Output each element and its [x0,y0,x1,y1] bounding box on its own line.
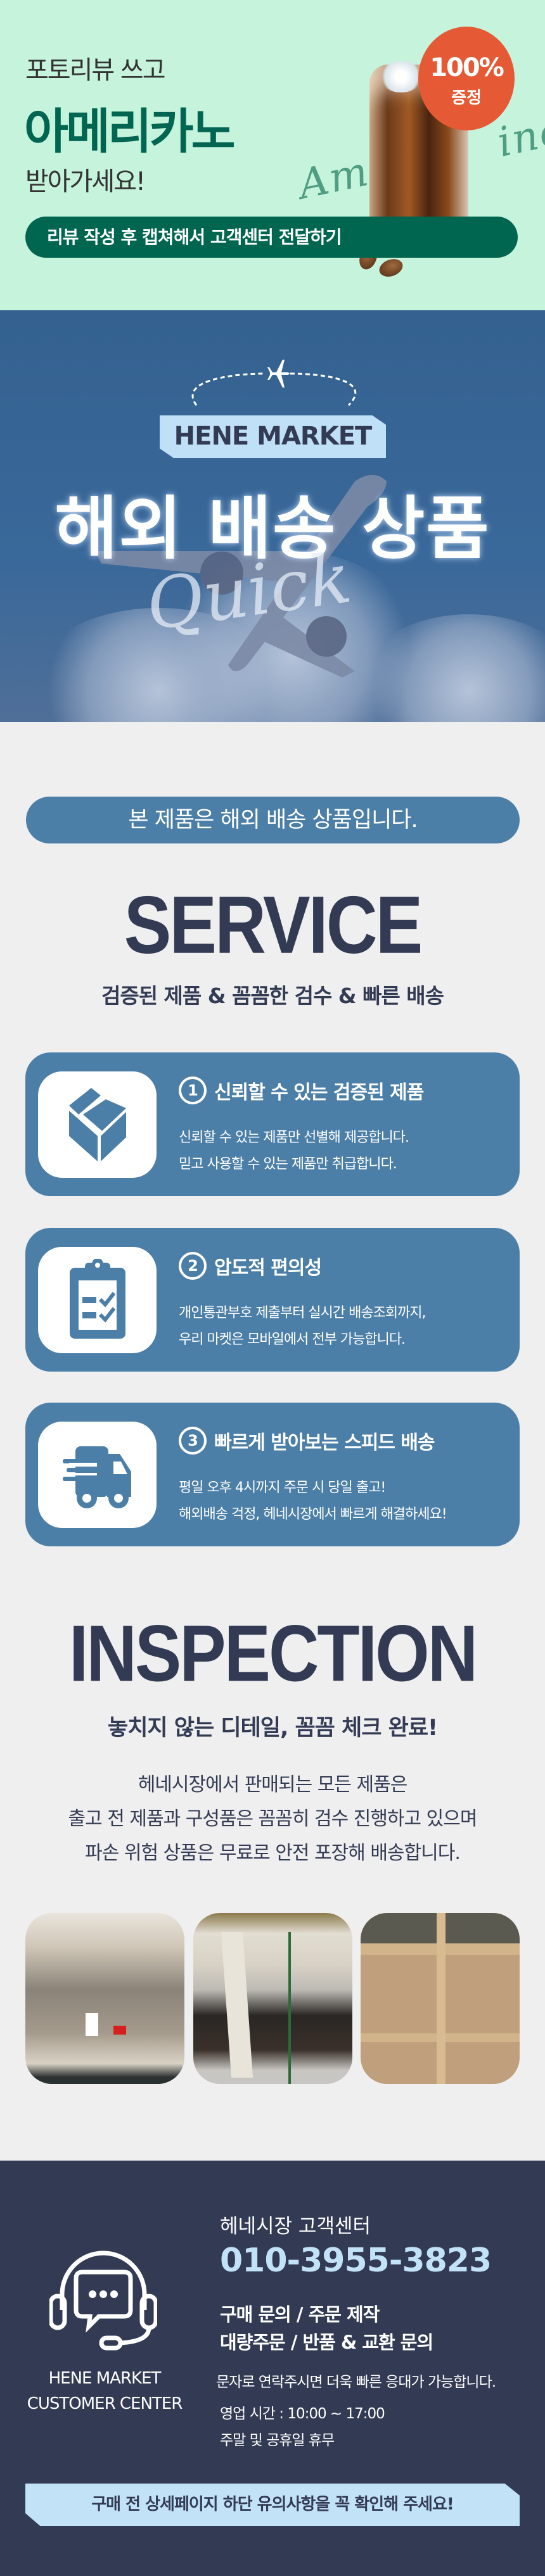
card-desc-line: 믿고 사용할 수 있는 제품만 취급합니다. [179,1156,397,1172]
wooden-crate-photo [361,1913,520,2084]
inspection-paragraph: 헤네시장에서 판매되는 모든 제품은 출고 전 제품과 구성품은 꼼꼼히 검수 … [0,1768,545,1871]
card-desc-line: 신뢰할 수 있는 제품만 선별해 제공합니다. [179,1130,409,1146]
paragraph-line: 출고 전 제품과 구성품은 꼼꼼히 검수 진행하고 있으며 [68,1808,478,1830]
inspection-subheading: 놓치지 않는 디테일, 꼼꼼 체크 완료! [108,1715,438,1741]
card-number: 3 [179,1427,207,1455]
closed-days: 주말 및 공휴일 휴무 [220,2432,335,2449]
crate-post [437,1913,446,2084]
service-card-verified: 1 신뢰할 수 있는 검증된 제품 신뢰할 수 있는 제품만 선별해 제공합니다.… [25,1052,520,1196]
services-line-1: 구매 문의 / 주문 제작 [220,2304,380,2325]
script-right: ino [493,106,545,167]
badge-label: 증정 [451,89,482,108]
customer-center-footer: HENE MARKET CUSTOMER CENTER 헤네시장 고객센터 01… [0,2161,545,2576]
delivery-truck-icon [38,1422,157,1528]
coffee-bean-icon [376,256,406,280]
box-icon [38,1071,157,1178]
clipboard-check-icon [38,1247,157,1353]
card-desc-line: 우리 마켓은 모바일에서 전부 가능합니다. [179,1332,406,1348]
overseas-notice-pill: 본 제품은 해외 배송 상품입니다. [26,797,520,843]
brand-tag: HENE MARKET [160,415,386,458]
phone-number[interactable]: 010-3955-3823 [220,2242,492,2280]
services-line-2: 대량주문 / 반품 & 교환 문의 [220,2332,433,2353]
business-hours: 영업 시간 : 10:00 ~ 17:00 [220,2406,385,2422]
sms-note: 문자로 연락주시면 더욱 빠른 응대가 가능합니다. [216,2374,496,2390]
overseas-shipping-banner: HENE MARKET 해외 배송 상품 Quick [0,310,545,722]
paragraph-line: 헤네시장에서 판매되는 모든 제품은 [138,1774,408,1796]
bubble-wrapped-box-photo [25,1913,184,2084]
card-number: 1 [179,1076,207,1104]
packed-sofa-photo [193,1913,352,2084]
badge-percent: 100% [430,53,504,82]
shipping-label [86,2013,98,2036]
promo-headline: 아메리카노 [24,103,236,160]
card-title: 신뢰할 수 있는 검증된 제품 [214,1082,424,1104]
inspection-heading: INSPECTION [68,1608,478,1699]
brand-caption: HENE MARKET CUSTOMER CENTER [19,2366,190,2416]
notice-warning-banner: 구매 전 상세페이지 하단 유의사항을 꼭 확인해 주세요! [25,2484,520,2526]
card-title: 압도적 편의성 [214,1257,322,1279]
service-heading: SERVICE [124,879,423,971]
flight-path-airplane-icon [191,360,357,407]
review-event-banner: 포토리뷰 쓰고 아메리카노 받아가세요! Ameino 100% 증정 리뷰 작… [0,0,545,310]
service-subheading: 검증된 제품 & 꼼꼼한 검수 & 빠른 배송 [101,983,444,1008]
promo-line-3: 받아가세요! [25,167,146,196]
fragile-sticker [113,2026,126,2035]
gift-badge: 100% 증정 [418,27,515,130]
airplane-image [95,475,387,678]
card-desc-line: 개인통관부호 제출부터 실시간 배송조회까지, [179,1305,426,1321]
card-desc-line: 해외배송 걱정, 헤네시장에서 빠르게 해결하세요! [179,1506,447,1522]
service-card-speed: 3 빠르게 받아보는 스피드 배송 평일 오후 4시까지 주문 시 당일 출고! 해… [25,1403,520,1546]
card-title: 빠르게 받아보는 스피드 배송 [214,1432,435,1454]
banner-title: 해외 배송 상품 [54,489,490,569]
card-number: 2 [179,1252,207,1280]
center-title: 헤네시장 고객센터 [220,2215,371,2238]
sofa-arm [221,1932,253,2078]
brand-line-2: CUSTOMER CENTER [27,2394,183,2413]
strap [288,1932,291,2084]
promo-line-1: 포토리뷰 쓰고 [25,56,166,85]
ice-cubes [379,61,423,92]
brand-line-1: HENE MARKET [48,2369,162,2388]
headset-chat-icon [49,2251,157,2351]
card-desc-line: 평일 오후 4시까지 주문 시 당일 출고! [179,1480,386,1496]
service-card-convenience: 2 압도적 편의성 개인통관부호 제출부터 실시간 배송조회까지, 우리 마켓은 모… [25,1228,520,1372]
review-instruction-pill: 리뷰 작성 후 캡쳐해서 고객센터 전달하기 [25,217,518,258]
paragraph-line: 파손 위험 상품은 무료로 안전 포장해 배송합니다. [85,1842,461,1864]
